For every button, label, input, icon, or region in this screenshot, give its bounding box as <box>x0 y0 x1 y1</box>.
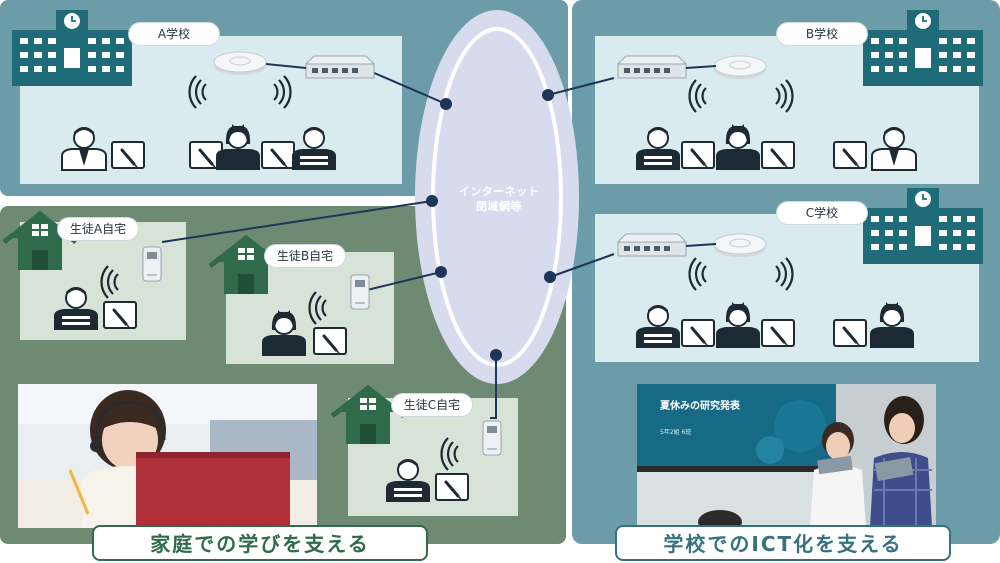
router-icon <box>617 233 687 257</box>
tablet-icon <box>102 300 138 330</box>
tablet-icon <box>832 318 868 348</box>
network-label-line1: インターネット <box>458 185 540 198</box>
school-c-label: C学校 <box>777 202 867 224</box>
network-label-line2: 閉域網等 <box>476 200 522 213</box>
router-icon <box>617 55 687 79</box>
link-school-a <box>371 71 447 105</box>
home-a-label: 生徒A自宅 <box>58 218 138 240</box>
tablet-icon <box>760 318 796 348</box>
home-b-label: 生徒B自宅 <box>265 245 345 267</box>
link-home-a <box>161 200 433 243</box>
tablet-icon <box>680 318 716 348</box>
link-home-b <box>366 271 442 291</box>
banner-home: 家庭での学びを支える <box>92 525 428 561</box>
tablet-icon <box>832 140 868 170</box>
pocket-wifi-icon <box>142 246 162 282</box>
link-school-c <box>549 253 615 278</box>
network-label: インターネット 閉域網等 <box>436 184 562 214</box>
link-home-c <box>490 355 497 419</box>
node-c <box>544 271 556 283</box>
pocket-wifi-icon <box>482 420 502 456</box>
photo-classroom <box>637 384 936 534</box>
node-home-c <box>490 349 502 361</box>
tablet-icon <box>110 140 146 170</box>
access-point-icon <box>713 233 767 258</box>
tablet-icon <box>760 140 796 170</box>
pocket-wifi-icon <box>350 274 370 310</box>
link-school-b <box>547 77 615 96</box>
school-a-label: A学校 <box>129 23 219 45</box>
node-a <box>440 98 452 110</box>
tablet-icon <box>434 472 470 502</box>
tablet-icon <box>312 326 348 356</box>
network-cloud <box>415 10 579 384</box>
node-home-a <box>426 195 438 207</box>
tablet-icon <box>680 140 716 170</box>
banner-school: 学校でのICT化を支える <box>615 525 951 561</box>
photo-home-learning <box>18 384 317 528</box>
access-point-icon <box>713 55 767 80</box>
slide-title: 夏休みの研究発表 <box>660 401 740 412</box>
home-c-label: 生徒C自宅 <box>392 394 472 416</box>
school-b-label: B学校 <box>777 23 867 45</box>
router-icon <box>305 55 375 79</box>
node-home-b <box>435 266 447 278</box>
node-b <box>542 89 554 101</box>
slide-subtitle: 5年2組 6班 <box>660 429 692 436</box>
tablet-icon <box>260 140 296 170</box>
access-point-icon <box>213 51 267 76</box>
